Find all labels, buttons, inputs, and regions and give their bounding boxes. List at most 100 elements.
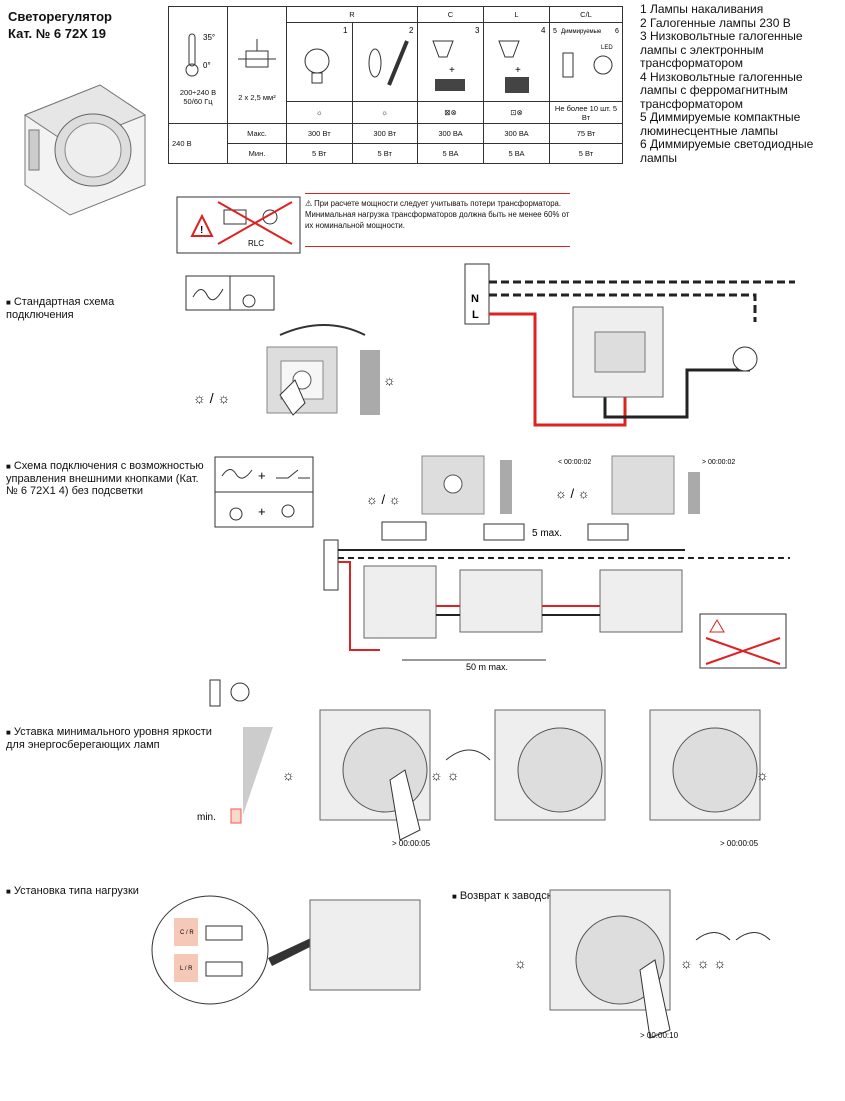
supply-frequency: 50/60 Гц — [183, 97, 213, 106]
svg-text:2: 2 — [409, 26, 414, 35]
min-label: min. — [197, 812, 216, 823]
svg-text:+: + — [258, 504, 266, 519]
wire-section: 2 x 2,5 мм² — [238, 92, 276, 102]
section-load-type: ■Установка типа нагрузки — [6, 885, 139, 897]
live-label: L — [472, 309, 479, 321]
button-symbol — [242, 294, 256, 308]
min-value-4: 5 ВА — [483, 143, 550, 164]
finger-icon — [279, 379, 306, 416]
svg-text:☼ / ☼: ☼ / ☼ — [193, 390, 230, 406]
spec-table: 35° 0° 200÷240 В 50/60 Гц 2 x 2,5 мм² R … — [168, 6, 623, 164]
min-value-1: 5 Вт — [286, 143, 353, 164]
lamp-icon — [732, 346, 758, 372]
temp-cell: 35° 0° 200÷240 В 50/60 Гц — [168, 6, 228, 124]
symbol-r2: ☼ — [351, 101, 418, 124]
time-10s: > 00:00:10 — [640, 1031, 679, 1040]
rlc-label: RLC — [248, 239, 264, 248]
section-min-level-label: Уставка минимального уровня яркости для … — [6, 726, 212, 751]
dimmer-symbol — [192, 288, 224, 301]
external-wiring: 5 max. 50 m max. — [323, 521, 790, 672]
symbol-l: ⊡⊗ — [483, 101, 550, 124]
thermometer-icon: 35° 0° — [185, 33, 215, 77]
group-l: L — [483, 6, 550, 23]
cr-label: C / R — [180, 930, 194, 936]
section-standard: ■Стандартная схема подключения — [6, 296, 115, 321]
lamp-col-4: 4+ — [483, 22, 550, 102]
warning-line-bottom — [305, 246, 570, 247]
group-cl: C/L — [549, 6, 623, 23]
section-external: ■Схема подключения с возможностью управл… — [6, 460, 204, 497]
supply-voltage: 200÷240 В — [179, 88, 217, 97]
symbol-c: ⊠⊗ — [417, 101, 484, 124]
min-label: Мин. — [227, 143, 287, 164]
standard-diagram: ☼ / ☼ ☼ — [185, 275, 396, 416]
min-value-5: 5 Вт — [549, 143, 623, 164]
group-c: C — [417, 6, 484, 23]
time-long: > 00:00:02 — [702, 459, 735, 466]
lamp-col-2: 2 — [351, 22, 418, 102]
svg-text:LED: LED — [601, 45, 613, 51]
svg-text:+: + — [258, 468, 266, 483]
svg-text:35°: 35° — [203, 33, 215, 42]
terminal-icon — [238, 38, 276, 67]
legend-item-1: 1 Лампы накаливания — [640, 2, 764, 16]
svg-text:☼ / ☼: ☼ / ☼ — [555, 486, 590, 501]
max-value-2: 300 Вт — [351, 123, 418, 144]
load-type-diagram: C / R L / R — [151, 895, 421, 1005]
product-name: Светорегулятор — [8, 9, 112, 24]
svg-text:☼ ☼: ☼ ☼ — [430, 767, 460, 783]
cfl-limit: Не более 10 шт. 5 Вт — [549, 101, 623, 124]
standard-wiring: N L — [464, 263, 795, 427]
distance-label: 50 m max. — [466, 662, 508, 672]
page-title: Светорегулятор Кат. № 6 72X 19 — [8, 8, 112, 42]
external-symbols: + + — [214, 456, 314, 528]
min-value-3: 5 ВА — [417, 143, 484, 164]
ferromagnetic-transformer-icon: 4+ — [497, 26, 546, 93]
svg-text:☼: ☼ — [514, 955, 527, 971]
svg-text:☼ ☼ ☼: ☼ ☼ ☼ — [680, 955, 726, 971]
min-value-2: 5 Вт — [351, 143, 418, 164]
halogen-lamp-icon: 2 — [368, 26, 414, 86]
section-standard-label: Стандартная схема подключения — [6, 296, 115, 321]
max-value-1: 300 Вт — [286, 123, 353, 144]
min-level-steps: ☼ ☼ ☼ ☼ > 00:00:05 > 00:00:05 — [282, 709, 769, 848]
electronic-transformer-icon: 3+ — [431, 26, 480, 91]
svg-text:6: 6 — [615, 28, 619, 35]
svg-text:+: + — [449, 65, 455, 76]
catalog-number: Кат. № 6 72X 19 — [8, 26, 106, 41]
svg-text:!: ! — [200, 225, 203, 236]
legend-item-3: 3 Низковольтные галогенные лампы с элект… — [640, 29, 803, 70]
warning-line-top — [305, 193, 570, 194]
svg-text:+: + — [515, 65, 521, 76]
legend-item-5: 5 Диммируемые компактные люминесцентные … — [640, 110, 801, 138]
warning-message: При расчете мощности следует учитывать п… — [305, 199, 570, 230]
section-external-label: Схема подключения с возможностью управле… — [6, 460, 204, 497]
time-5s-a: > 00:00:05 — [392, 839, 431, 848]
lamp-legend: 1 Лампы накаливания 2 Галогенные лампы 2… — [640, 2, 840, 165]
svg-text:5: 5 — [553, 28, 557, 35]
dimmer-image — [23, 84, 147, 216]
warning-text: ⚠ При расчете мощности следует учитывать… — [305, 198, 570, 231]
time-5s-b: > 00:00:05 — [720, 839, 759, 848]
max-value-3: 300 ВА — [417, 123, 484, 144]
lamp-col-1: 1 — [286, 22, 353, 102]
group-r: R — [286, 6, 418, 23]
svg-text:3: 3 — [475, 26, 480, 35]
svg-text:☼ / ☼: ☼ / ☼ — [366, 492, 401, 507]
legend-item-4: 4 Низковольтные галогенные лампы с ферро… — [640, 69, 803, 111]
legend-item-2: 2 Галогенные лампы 230 В — [640, 15, 791, 30]
min-level-indicator: min. — [197, 727, 273, 824]
lr-label: L / R — [180, 966, 193, 972]
cfl-led-icon — [209, 679, 250, 707]
rated-voltage: 240 В — [168, 123, 228, 164]
svg-text:☼: ☼ — [383, 372, 396, 388]
reset-diagram: ☼ ☼ ☼ ☼ > 00:00:10 — [514, 889, 771, 1040]
incandescent-lamp-icon: 1 — [304, 26, 348, 84]
svg-text:0°: 0° — [203, 61, 211, 70]
warning-box: ! RLC — [176, 196, 301, 254]
external-actions: ☼ / ☼ < 00:00:02 ☼ / ☼ > 00:00:02 — [366, 455, 735, 515]
svg-text:1: 1 — [343, 26, 348, 35]
warning-icon — [190, 213, 214, 237]
